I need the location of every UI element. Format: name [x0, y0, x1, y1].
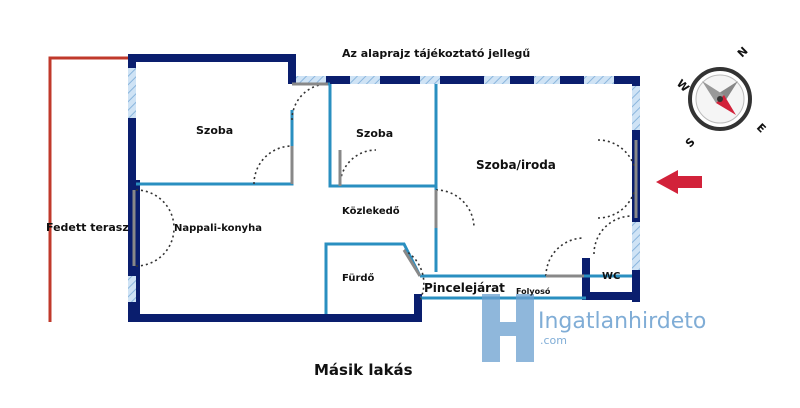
room-label-folyoso: Folyosó [516, 286, 551, 296]
room-label-terasz: Fedett terasz [46, 221, 129, 234]
footer-neighbor-text: Másik lakás [314, 361, 413, 379]
inner-walls [136, 82, 632, 314]
room-label-szoba-iroda: Szoba/iroda [476, 158, 556, 172]
watermark-logo [482, 294, 534, 362]
room-label-nappali: Nappali-konyha [174, 223, 262, 234]
room-label-furdo: Fürdő [342, 272, 375, 284]
room-label-szoba-1: Szoba [196, 124, 233, 137]
compass-s: S [683, 135, 698, 150]
compass-n: N [735, 44, 751, 60]
entrance-arrow-icon [656, 170, 702, 194]
watermark-brand: Ingatlanhirdeto [538, 309, 706, 334]
compass-icon [688, 67, 752, 131]
terrace-outline [48, 56, 132, 322]
compass-e: E [754, 121, 769, 136]
room-label-szoba-2: Szoba [356, 127, 393, 140]
room-label-kozlekedo: Közlekedő [342, 205, 400, 217]
disclaimer-text: Az alaprajz tájékoztató jellegű [342, 47, 530, 60]
doors [132, 82, 638, 301]
room-label-wc: WC [602, 271, 620, 282]
windows [128, 68, 640, 302]
room-label-pince: Pincelejárat [424, 281, 505, 295]
outer-walls [128, 54, 640, 322]
watermark-domain: .com [540, 334, 567, 347]
